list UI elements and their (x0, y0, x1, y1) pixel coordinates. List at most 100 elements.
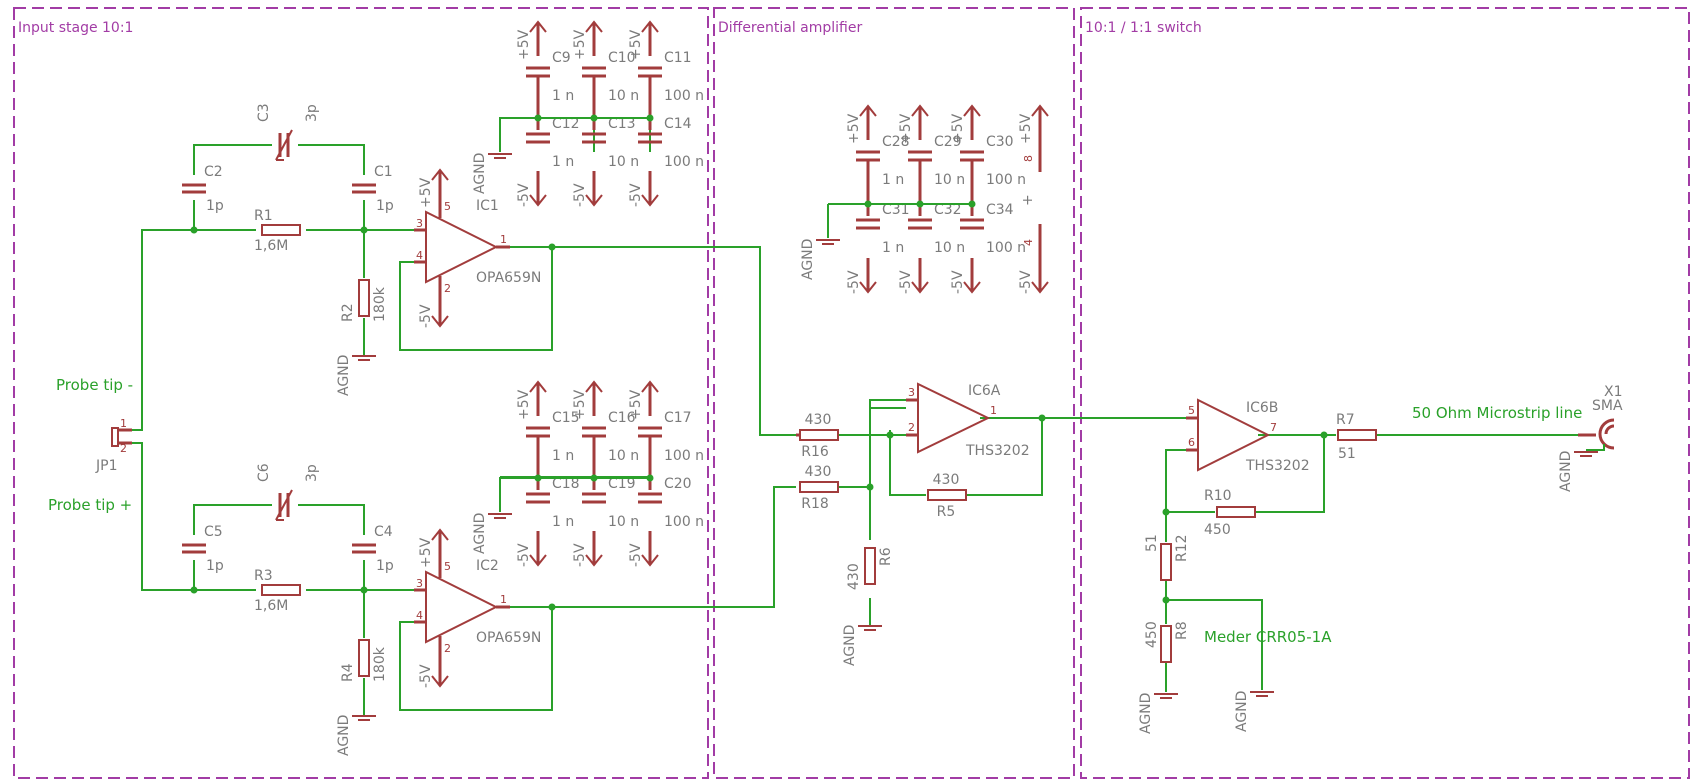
svg-text:1: 1 (500, 233, 507, 246)
cap-value: 10 n (608, 154, 639, 170)
svg-text:X1: X1 (1604, 384, 1623, 400)
cap-name: C18 (552, 476, 580, 492)
svg-text:5: 5 (1188, 404, 1195, 417)
cap-name: C17 (664, 410, 692, 426)
frame-input-stage (13, 7, 709, 779)
switch-wires (1042, 417, 1578, 692)
capacitor-c1: C1 1p (352, 164, 394, 214)
svg-text:3: 3 (416, 577, 423, 590)
resistor-r7: R7 51 (1336, 412, 1377, 462)
resistor-r12: 51 R12 (1144, 534, 1190, 581)
junction-dot (1162, 508, 1170, 516)
supply-label: -5V (898, 270, 914, 294)
svg-text:450: 450 (1144, 621, 1160, 648)
svg-text:1,6M: 1,6M (254, 598, 288, 614)
supply-label: +5V (516, 29, 532, 60)
svg-text:+: + (1020, 194, 1036, 206)
supply-label: +5V (628, 389, 644, 420)
agnd-label: AGND (336, 355, 352, 396)
cap-value: 100 n (986, 172, 1026, 188)
svg-text:THS3202: THS3202 (965, 443, 1030, 459)
opamp-ic1: 3 4 1 5 2 IC1 OPA659N (414, 182, 541, 322)
junction-dot (548, 243, 556, 251)
ic6-supply-pins: +5V8+4-5V (1018, 104, 1049, 294)
svg-text:1: 1 (120, 417, 127, 430)
svg-text:3: 3 (908, 386, 915, 399)
svg-text:180k: 180k (372, 286, 388, 322)
resistor-r5: 430 R5 (927, 472, 967, 520)
svg-text:C5: C5 (204, 524, 223, 540)
svg-text:8: 8 (1022, 155, 1035, 162)
svg-text:R7: R7 (1336, 412, 1355, 428)
cap-value: 100 n (664, 88, 704, 104)
supply-label: +5V (846, 113, 862, 144)
cap-name: C16 (608, 410, 636, 426)
supply-label: -5V (628, 543, 644, 567)
svg-text:C1: C1 (374, 164, 393, 180)
cap-name: C32 (934, 202, 962, 218)
svg-text:OPA659N: OPA659N (476, 630, 541, 646)
resistor-r18: 430 R18 (799, 464, 839, 512)
trimmer-capacitor-c3: C3 3p (256, 103, 320, 161)
cap-value: 100 n (664, 448, 704, 464)
supply-label: -5V (572, 183, 588, 207)
input-components: 1 2 JP1 C2 1p C1 1p C3 3p (48, 103, 541, 688)
supply-label: -5V (572, 543, 588, 567)
capacitor-c4: C4 1p (352, 524, 394, 574)
svg-text:2: 2 (444, 642, 451, 655)
trimmer-capacitor-c6: C6 3p (256, 463, 320, 521)
sma-connector-x1: X1 SMA (1578, 384, 1623, 451)
cap-value: 10 n (608, 88, 639, 104)
cap-name: C34 (986, 202, 1014, 218)
svg-text:R16: R16 (801, 444, 829, 460)
agnd-label: AGND (842, 625, 858, 666)
frame-title-diff: Differential amplifier (718, 20, 862, 36)
diff-amp-components: 430 R16 430 R18 430 R6 430 R5 3 2 1 (796, 382, 1030, 590)
svg-text:THS3202: THS3202 (1245, 458, 1310, 474)
cap-name: C11 (664, 50, 692, 66)
decap-rail: AGND (472, 474, 654, 554)
svg-text:4: 4 (1022, 239, 1035, 246)
svg-text:R6: R6 (878, 547, 894, 566)
net-meder: Meder CRR05-1A (1204, 628, 1332, 646)
junction-dot (1162, 596, 1170, 604)
cap-name: C12 (552, 116, 580, 132)
junction-dot (190, 586, 198, 594)
junction-dot (866, 483, 874, 491)
svg-text:R18: R18 (801, 496, 829, 512)
cap-name: C31 (882, 202, 910, 218)
cap-name: C20 (664, 476, 692, 492)
opamp-ic6a: 3 2 1 IC6A THS3202 (906, 382, 1030, 459)
svg-text:IC1: IC1 (476, 198, 499, 214)
svg-text:2: 2 (908, 421, 915, 434)
supply-label: +5V (572, 29, 588, 60)
junction-dot (1038, 414, 1046, 422)
svg-text:1p: 1p (206, 198, 224, 214)
junction-dot (1320, 431, 1328, 439)
jumper-jp1: 1 2 JP1 (95, 417, 132, 474)
svg-text:R12: R12 (1174, 534, 1190, 562)
supply-label: -5V (628, 183, 644, 207)
decap-rail: AGND (472, 114, 654, 194)
svg-text:3p: 3p (304, 464, 320, 482)
junction-dot (886, 431, 894, 439)
cap-name: C29 (934, 134, 962, 150)
agnd-label: AGND (1138, 693, 1154, 734)
resistor-r3: R3 1,6M (254, 568, 301, 614)
svg-text:430: 430 (805, 412, 832, 428)
svg-text:IC6A: IC6A (968, 383, 1001, 399)
resistor-r8: 450 R8 (1144, 621, 1190, 663)
svg-text:3p: 3p (304, 104, 320, 122)
cap-value: 100 n (986, 240, 1026, 256)
cap-name: C28 (882, 134, 910, 150)
svg-text:51: 51 (1338, 446, 1356, 462)
svg-text:C3: C3 (256, 103, 272, 122)
svg-text:6: 6 (1188, 436, 1195, 449)
svg-text:IC6B: IC6B (1246, 400, 1278, 416)
capacitor-c5: C5 1p (182, 524, 224, 574)
